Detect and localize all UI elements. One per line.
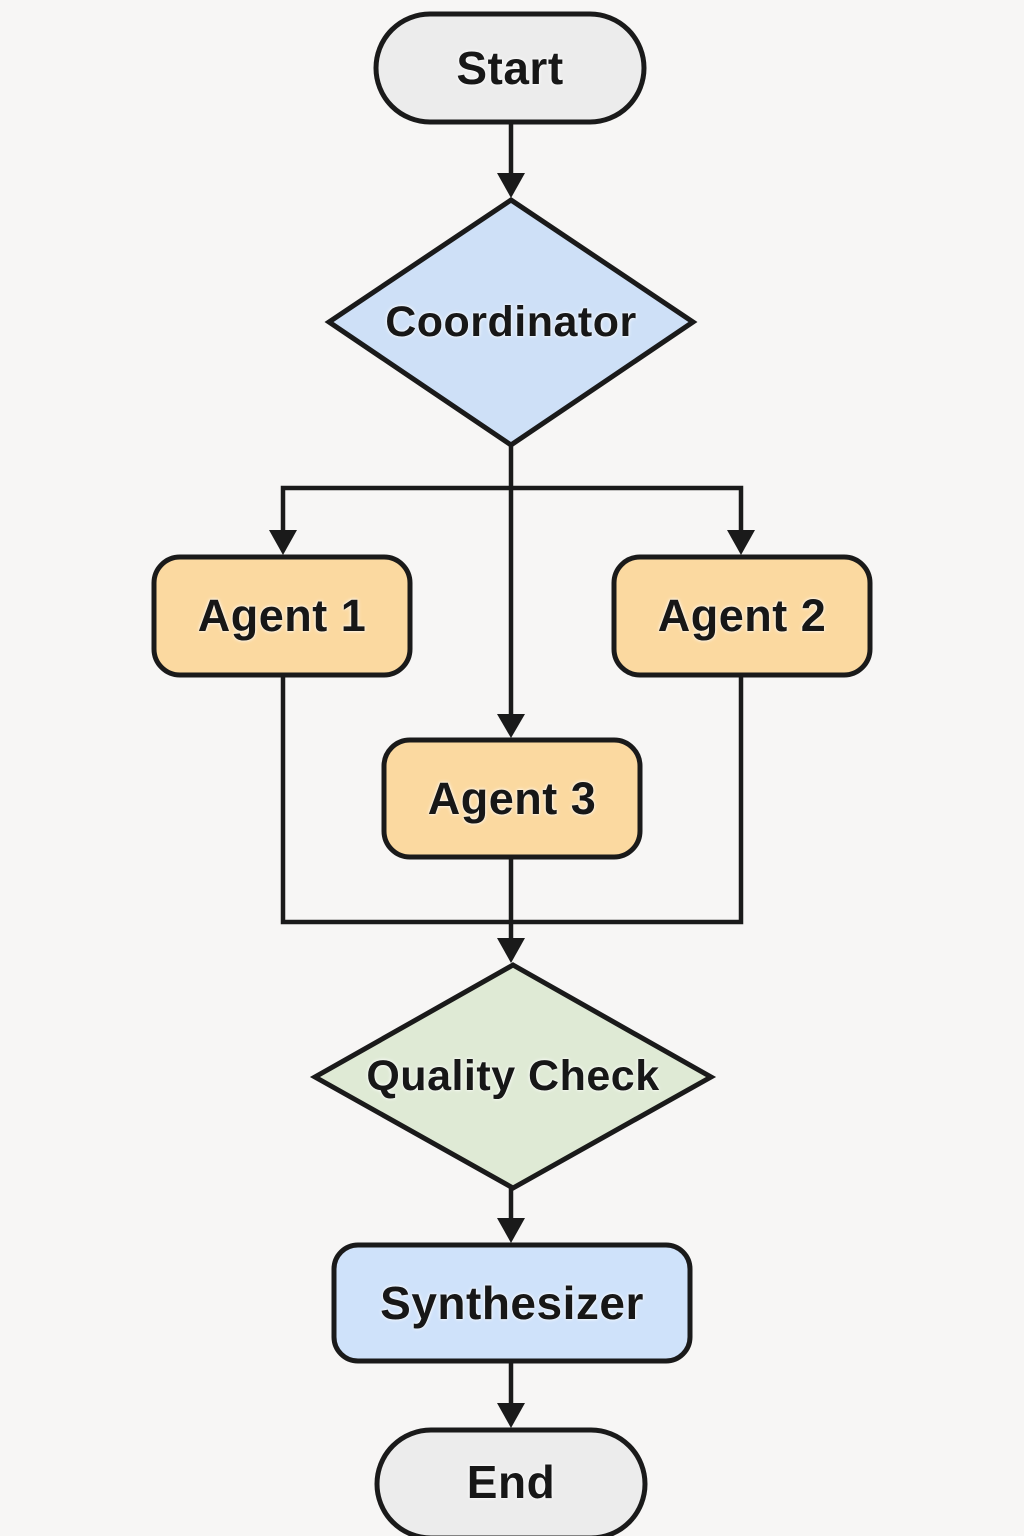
agent3-node-shape <box>381 737 643 860</box>
arrowhead-into-agent2 <box>727 530 755 555</box>
agent1-node-shape <box>151 554 413 678</box>
synthesizer-node-shape <box>331 1242 693 1364</box>
arrowhead-into-qualitycheck <box>497 938 525 963</box>
edge-lines <box>280 122 744 1403</box>
arrowhead-into-coordinator <box>497 173 525 198</box>
arrowhead-into-agent1 <box>269 530 297 555</box>
node-shapes <box>151 11 873 1536</box>
arrowheads <box>269 173 755 1428</box>
start-node-shape <box>373 11 647 125</box>
coordinator-diamond-shape <box>324 196 698 449</box>
arrowhead-into-agent3 <box>497 714 525 738</box>
end-node-shape <box>374 1427 648 1536</box>
edge-coordinator-branch <box>280 485 744 530</box>
arrowhead-into-synthesizer <box>497 1218 525 1243</box>
qualitycheck-diamond-shape <box>309 962 717 1191</box>
agent2-node-shape <box>611 554 873 678</box>
arrowhead-into-end <box>497 1403 525 1428</box>
